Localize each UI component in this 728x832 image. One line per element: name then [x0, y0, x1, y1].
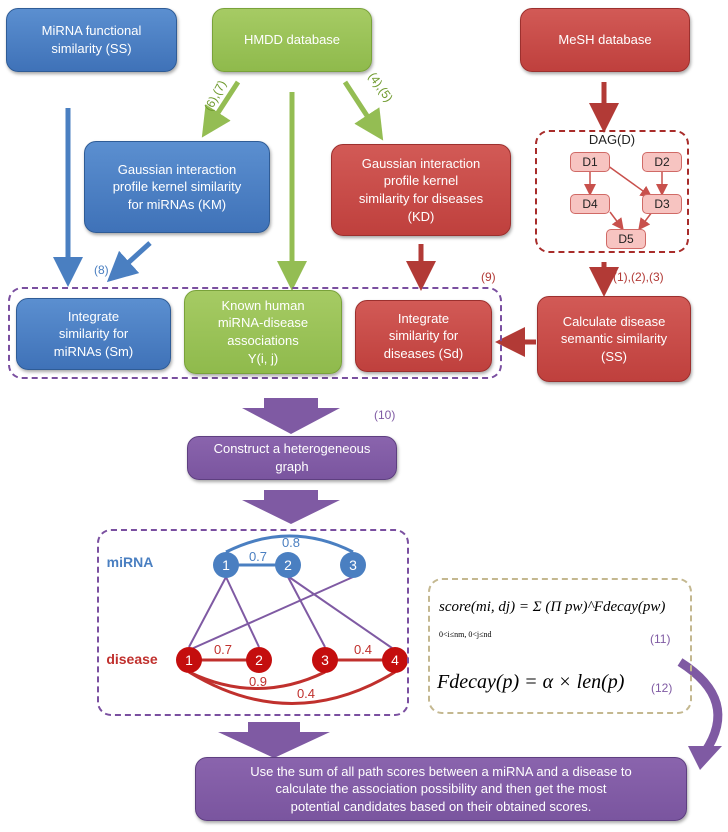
graph-container [97, 529, 409, 716]
integration-group [8, 287, 502, 379]
eq-6-7-label: (6),(7) [201, 78, 229, 113]
known-associations-box: Known human miRNA-disease associations Y… [184, 290, 342, 374]
mirna-node-2-label: 2 [284, 557, 292, 573]
mirna-node-1-label: 1 [222, 557, 230, 573]
integrate-disease-box: Integrate similarity for diseases (Sd) [355, 300, 492, 372]
arrow-hmdd-to-kd [342, 80, 384, 141]
arrow-hmdd-to-km [201, 80, 241, 138]
disease-node-3 [312, 647, 338, 673]
gip-mirna-box: Gaussian interaction profile kernel simi… [84, 141, 270, 233]
mirna-node-3-label: 3 [349, 557, 357, 573]
score-formula: score(mi, dj) = Σ (Π pw)^Fdecay(pw) [439, 600, 665, 615]
construct-graph-box: Construct a heterogeneous graph [187, 436, 397, 480]
eq-8-label: (8) [94, 263, 109, 277]
disease-node-4 [382, 647, 408, 673]
formula-container [428, 578, 692, 714]
dag-node-d4: D4 [570, 194, 610, 214]
disease-nodes: 1 2 3 4 [176, 647, 408, 673]
disease-node-1 [176, 647, 202, 673]
mirna-node-3 [340, 552, 366, 578]
dag-title: DAG(D) [588, 132, 636, 147]
eq-9-label: (9) [481, 270, 496, 284]
disease-node-2 [246, 647, 272, 673]
weight-d1-d4: 0.4 [297, 686, 315, 701]
hmdd-database-box: HMDD database [212, 8, 372, 72]
weight-d1-d3: 0.9 [249, 674, 267, 689]
mirna-nodes: 1 2 3 [213, 552, 366, 578]
weight-d1-d2: 0.7 [214, 642, 232, 657]
disease-node-3-label: 3 [321, 652, 329, 668]
decay-formula: Fdecay(p) = α × len(p) [437, 671, 625, 693]
big-arrow-to-construct [242, 398, 340, 434]
graph-mirna-label: miRNA [107, 554, 154, 570]
score-formula-text: score(mi, dj) = Σ (Π pw)^Fdecay(pw) [439, 599, 666, 615]
disease-node-4-label: 4 [391, 652, 399, 668]
dag-container [535, 130, 689, 253]
calc-semantic-similarity-box: Calculate disease semantic similarity (S… [537, 296, 691, 382]
score-formula-subscript: 0<i≤nm, 0<j≤nd [439, 630, 492, 639]
eq-10-label: (10) [374, 408, 396, 422]
mirna-node-2 [275, 552, 301, 578]
weight-m1-m2: 0.7 [249, 549, 267, 564]
mesh-database-box: MeSH database [520, 8, 690, 72]
graph-disease-label: disease [106, 651, 158, 667]
dag-node-d3: D3 [642, 194, 682, 214]
weight-d3-d4: 0.4 [354, 642, 372, 657]
final-step-box: Use the sum of all path scores between a… [195, 757, 687, 821]
big-arrow-to-graph [242, 490, 340, 524]
dag-node-d5: D5 [606, 229, 646, 249]
dag-node-d1: D1 [570, 152, 610, 172]
integrate-mirna-box: Integrate similarity for miRNAs (Sm) [16, 298, 171, 370]
dag-edges [584, 162, 668, 231]
eq-1-2-3-label: (1),(2),(3) [613, 270, 664, 284]
eq-4-5-label: (4),(5) [366, 70, 396, 105]
mirna-node-1 [213, 552, 239, 578]
big-arrow-to-final [218, 722, 330, 758]
dag-node-d2: D2 [642, 152, 682, 172]
weight-m1-m3: 0.8 [282, 535, 300, 550]
mirna-functional-similarity-box: MiRNA functional similarity (SS) [6, 8, 177, 72]
arrow-km-to-integrate [106, 241, 152, 283]
eq-11-label: (11) [650, 632, 671, 646]
disease-node-1-label: 1 [185, 652, 193, 668]
disease-node-2-label: 2 [255, 652, 263, 668]
eq-12-label: (12) [651, 681, 673, 695]
gip-disease-box: Gaussian interaction profile kernel simi… [331, 144, 511, 236]
